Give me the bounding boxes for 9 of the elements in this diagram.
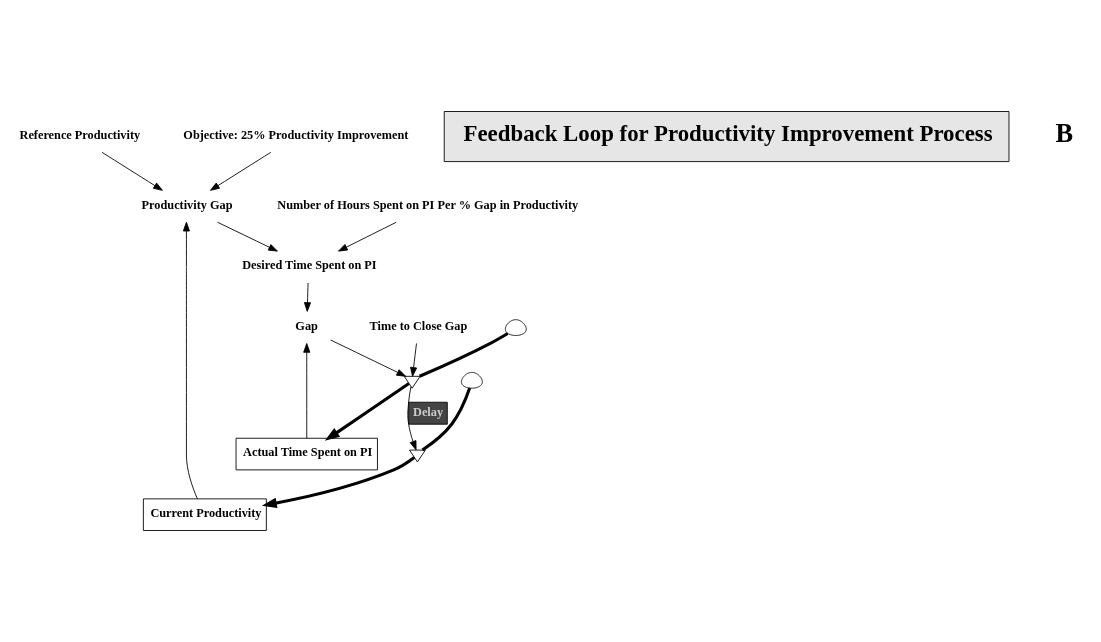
label: B	[1055, 119, 1074, 149]
node-text: Desired Time Spent on PI	[242, 258, 377, 273]
node-text: Objective: 25% Productivity Improvement	[183, 127, 409, 142]
node-text: Gap	[295, 318, 318, 333]
node-text: Productivity Gap	[141, 197, 233, 212]
node-text: Reference Productivity	[19, 127, 141, 142]
edge-label: Delay	[413, 405, 444, 420]
node-text: Number of Hours Spent on PI Per % Gap in Productivity	[277, 197, 579, 212]
node-text: Time to Close Gap	[369, 318, 468, 333]
